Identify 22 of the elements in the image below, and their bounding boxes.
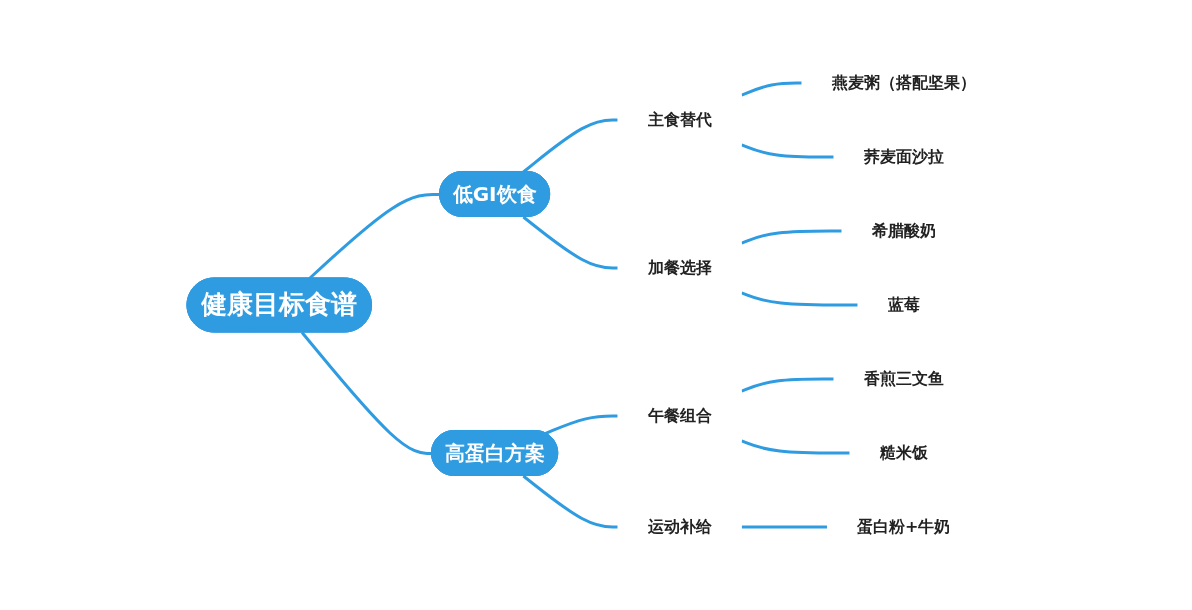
node-text: 午餐组合 xyxy=(647,405,712,425)
node-text: 加餐选择 xyxy=(647,257,712,277)
connector xyxy=(740,439,850,455)
connector xyxy=(544,414,618,435)
node-text: 运动补给 xyxy=(647,516,712,536)
connector xyxy=(740,377,834,393)
connector xyxy=(740,143,834,159)
connector xyxy=(522,474,618,529)
connector xyxy=(740,229,842,245)
node-text: 燕麦粥（搭配坚果） xyxy=(831,73,976,92)
connector xyxy=(522,215,618,270)
connector xyxy=(740,81,802,97)
node-text: 主食替代 xyxy=(647,110,712,129)
node-text: 香煎三文鱼 xyxy=(863,368,944,388)
connector xyxy=(741,525,827,529)
node-text: 蛋白粉+牛奶 xyxy=(856,516,951,536)
node-text: 荞麦面沙拉 xyxy=(863,147,944,166)
node-text: 糙米饭 xyxy=(879,442,928,462)
connector xyxy=(300,331,432,455)
node-text: 希腊酸奶 xyxy=(871,220,936,240)
node-text: 蓝莓 xyxy=(887,294,920,314)
connector xyxy=(740,291,858,307)
